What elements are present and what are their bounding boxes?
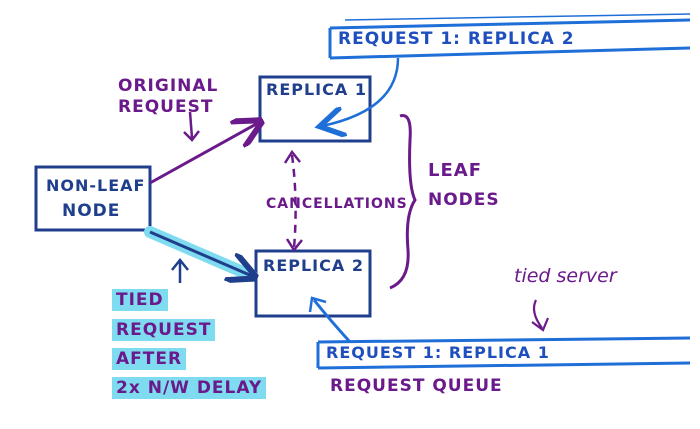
tied-label-line1-text: TIED bbox=[112, 289, 168, 311]
leaf-nodes-brace bbox=[389, 114, 417, 290]
request-queue-label: REQUEST QUEUE bbox=[330, 376, 503, 396]
queue-bottom-pointer-head bbox=[308, 296, 327, 313]
tied-label-line1: TIED bbox=[112, 289, 168, 311]
tied-up-arrow bbox=[171, 257, 189, 283]
leaf-nodes-label-line1: LEAF bbox=[428, 160, 482, 181]
replica-2-label: REPLICA 2 bbox=[263, 256, 364, 275]
non-leaf-node-label-line2: NODE bbox=[62, 201, 121, 221]
tied-label-line4: 2x N/W DELAY bbox=[112, 377, 267, 399]
original-request-arrow bbox=[149, 123, 258, 185]
non-leaf-node-box bbox=[34, 165, 152, 232]
original-request-label-line2: REQUEST bbox=[118, 97, 214, 117]
cancellations-arrow bbox=[290, 154, 297, 249]
tied-request-arrow bbox=[149, 230, 252, 276]
original-request-label-line1: ORIGINAL bbox=[118, 76, 219, 96]
tied-label-line2: REQUEST bbox=[112, 319, 216, 341]
queue-bottom-pointer bbox=[312, 299, 352, 344]
tied-server-label: tied server bbox=[514, 265, 617, 287]
replica-1-label: REPLICA 1 bbox=[266, 80, 367, 99]
tied-label-line3: AFTER bbox=[112, 348, 187, 370]
queue-box-top bbox=[328, 13, 691, 60]
non-leaf-node-label-line1: NON-LEAF bbox=[46, 176, 146, 195]
cancellations-label: CANCELLATIONS bbox=[266, 196, 408, 212]
tied-label-line4-text: 2x N/W DELAY bbox=[112, 377, 267, 399]
queue-entry-bottom: REQUEST 1: REPLICA 1 bbox=[326, 343, 550, 362]
cancellations-arrowhead-up bbox=[283, 149, 301, 164]
original-request-pointer bbox=[183, 111, 200, 142]
queue-entry-top: REQUEST 1: REPLICA 2 bbox=[338, 29, 575, 49]
queue-top-pointer bbox=[322, 57, 400, 126]
queue-box-bottom bbox=[316, 336, 691, 370]
tied-label-line3-text: AFTER bbox=[112, 348, 187, 370]
tied-label-line2-text: REQUEST bbox=[112, 319, 216, 341]
cancellations-arrowhead-down bbox=[285, 238, 303, 253]
replica-2-box bbox=[254, 249, 372, 318]
tied-server-pointer bbox=[531, 299, 550, 332]
leaf-nodes-label-line2: NODES bbox=[428, 190, 500, 210]
